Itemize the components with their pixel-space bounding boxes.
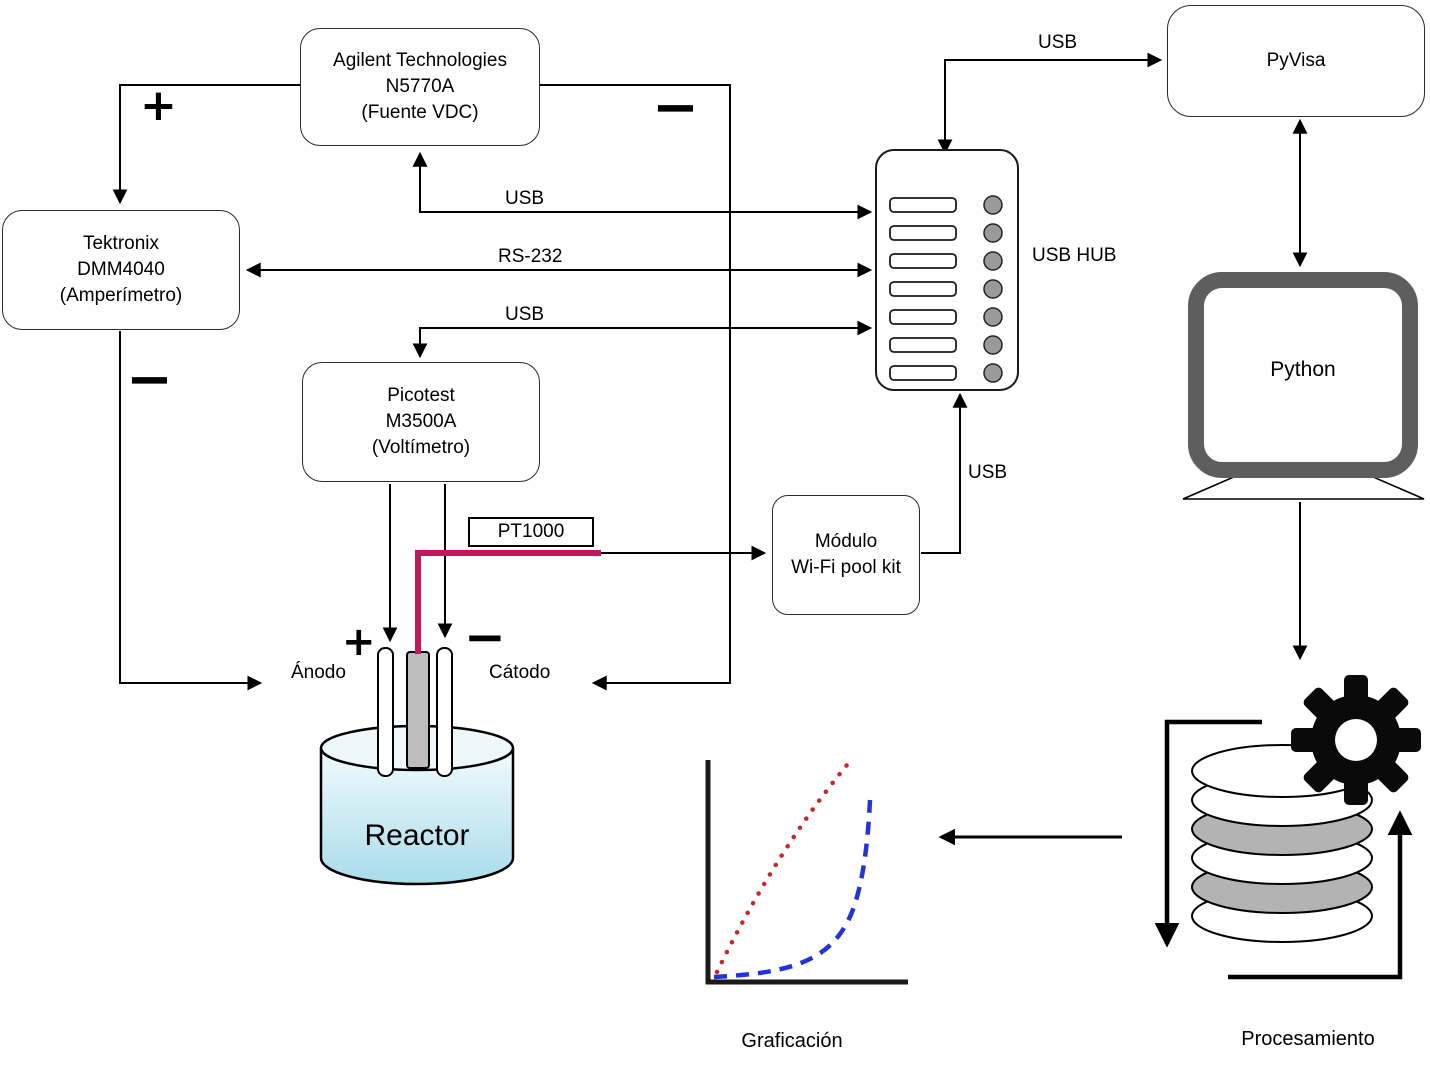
pt1000-label: PT1000 bbox=[497, 521, 565, 542]
wire-fuente-plus-to-amperimetro bbox=[112, 84, 300, 205]
plus-sign-fuente: + bbox=[140, 80, 177, 131]
modulo-line-2: Wi-Fi pool kit bbox=[791, 557, 901, 578]
fuente-line-3: (Fuente VDC) bbox=[361, 102, 479, 124]
amperimetro-line-1: Tektronix bbox=[82, 232, 160, 254]
loop-arrow-right-up bbox=[1228, 810, 1413, 980]
cathode-electrode bbox=[436, 647, 453, 777]
plus-sign-anodo: + bbox=[342, 619, 376, 665]
wires bbox=[112, 52, 1308, 691]
processing-loop-arrows bbox=[1154, 719, 1413, 980]
minus-sign-amperimetro: − bbox=[126, 347, 173, 412]
wire-usb-hub-pyvisa bbox=[937, 52, 1163, 155]
edge-label-usb-modulo: USB bbox=[968, 462, 1008, 483]
catodo-label: Cátodo bbox=[489, 662, 551, 683]
edge-label-rs232: RS-232 bbox=[498, 246, 563, 267]
box-pyvisa: PyVisa bbox=[1167, 5, 1425, 117]
loop-arrow-left-down bbox=[1154, 719, 1262, 948]
reactor-label: Reactor bbox=[364, 819, 470, 852]
edge-label-usb-voltimetro: USB bbox=[505, 304, 545, 325]
pt1000-probe bbox=[406, 651, 430, 769]
monitor-frame bbox=[1188, 272, 1418, 478]
fuente-line-2: N5770A bbox=[385, 75, 455, 97]
wire-fuente-minus-to-catodo bbox=[540, 84, 731, 691]
fuente-line-1: Agilent Technologies bbox=[333, 49, 507, 71]
wire-amperimetro-minus-to-anodo bbox=[119, 331, 263, 691]
caption-procesamiento: Procesamiento bbox=[1241, 1028, 1375, 1050]
plot-shape bbox=[705, 760, 908, 985]
monitor-stand bbox=[1182, 475, 1425, 500]
caption-graficacion: Graficación bbox=[741, 1030, 843, 1052]
voltimetro-line-3: (Voltímetro) bbox=[371, 437, 471, 459]
minus-sign-catodo: − bbox=[464, 608, 506, 666]
box-fuente-vdc: Agilent Technologies N5770A (Fuente VDC) bbox=[300, 28, 540, 146]
python-label: Python bbox=[1270, 358, 1336, 381]
amperimetro-line-3: (Amperímetro) bbox=[59, 285, 183, 307]
plot-curve-dotted-red bbox=[714, 762, 850, 975]
box-modulo-wifi: Módulo Wi-Fi pool kit bbox=[772, 495, 920, 615]
pt1000-sensor-wire bbox=[415, 550, 601, 654]
minus-sign-fuente: − bbox=[652, 75, 699, 140]
anode-electrode bbox=[377, 647, 394, 777]
gear-icon bbox=[1291, 675, 1421, 805]
anodo-label: Ánodo bbox=[291, 662, 346, 683]
amperimetro-line-2: DMM4040 bbox=[77, 258, 165, 280]
wire-usb-modulo-hub bbox=[921, 392, 968, 554]
hub-port-dots bbox=[983, 195, 1003, 383]
usb-hub-label: USB HUB bbox=[1032, 245, 1117, 266]
modulo-line-1: Módulo bbox=[814, 530, 878, 552]
pt1000-tag: PT1000 bbox=[468, 517, 594, 547]
hub-port-slots bbox=[889, 197, 957, 381]
python-monitor-shape bbox=[1182, 272, 1425, 500]
pyvisa-label: PyVisa bbox=[1266, 49, 1326, 71]
edge-label-usb-fuente: USB bbox=[505, 188, 545, 209]
electrodes-shape bbox=[377, 647, 453, 777]
voltimetro-line-1: Picotest bbox=[387, 384, 455, 406]
edge-label-usb-pyvisa: USB bbox=[1038, 32, 1078, 53]
usb-hub-shape bbox=[875, 149, 1019, 391]
box-voltimetro: Picotest M3500A (Voltímetro) bbox=[302, 362, 540, 482]
voltimetro-line-2: M3500A bbox=[385, 410, 457, 432]
wire-usb-voltimetro-hub bbox=[412, 320, 873, 359]
plot-curve-dashed-blue bbox=[713, 799, 873, 980]
box-amperimetro: Tektronix DMM4040 (Amperímetro) bbox=[2, 210, 240, 330]
plot-axes bbox=[705, 760, 908, 985]
wire-usb-fuente-hub bbox=[412, 151, 873, 220]
